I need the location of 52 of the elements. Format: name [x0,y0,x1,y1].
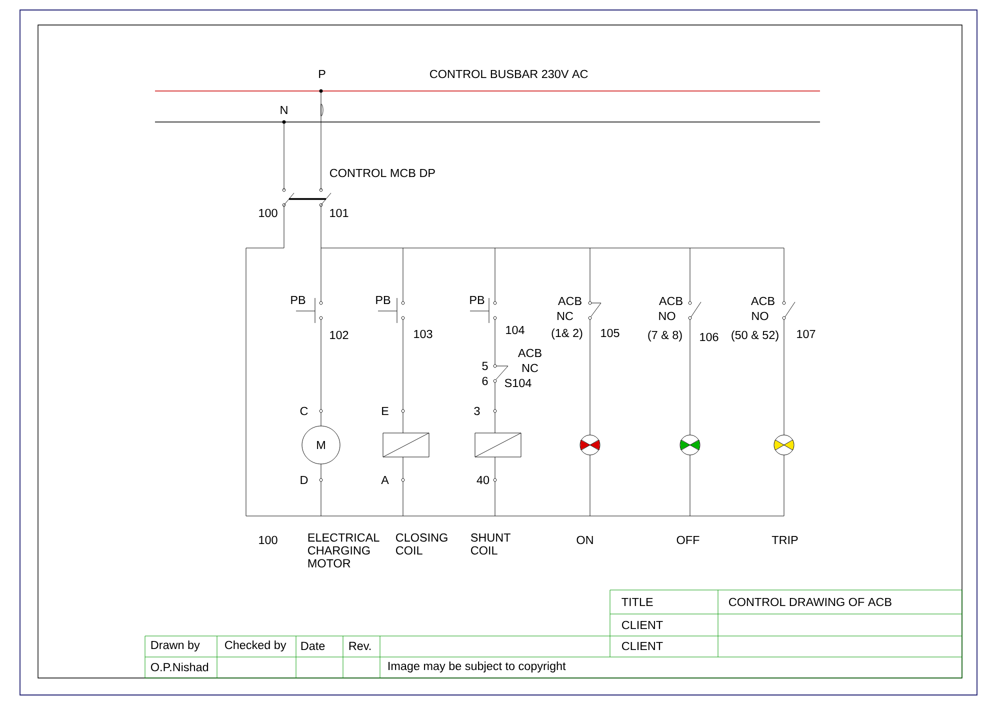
busbar-label: CONTROL BUSBAR 230V AC [430,70,588,78]
busbar-label: N [280,106,288,114]
wire-number: 107 [797,330,816,338]
wire-number: 101 [330,208,348,218]
device-label: TRIP [772,536,798,544]
table-cell: Drawn by [151,640,200,652]
wire-number: 105 [601,328,620,338]
component-label: NO [659,312,676,320]
component-label: CONTROL MCB DP [330,168,435,178]
table-cell: CLIENT [622,642,663,650]
terminal-label: 3 [474,406,480,416]
table-cell: Date [301,642,325,650]
component-label: ACB [750,296,774,306]
wire-number: 100 [259,536,278,544]
table-cell: CONTROL DRAWING OF ACB [729,598,892,606]
terminal-label: E [382,406,388,416]
component-label: PB [470,296,484,304]
terminal-label: D [300,476,308,484]
device-label: OFF [676,536,700,544]
wire-number: 106 [700,332,718,342]
component-label: ACB [518,348,542,358]
component-label: ACB [658,296,682,306]
component-label: (1& 2) [552,328,582,340]
component-label: NC [558,312,574,320]
table-cell: CLIENT [622,620,663,630]
device-label: ON [576,536,593,544]
device-label: SHUNT COIL [470,533,510,555]
terminal-label: C [300,406,308,416]
table-cell: Checked by [225,640,286,652]
wire-number: 100 [259,208,278,218]
table-cell: TITLE [622,598,653,606]
wire-number: 104 [506,326,524,334]
component-label: NC [522,364,538,372]
terminal-number: 5 [482,362,488,370]
busbar-label: P [319,70,326,78]
component-label: NO [752,312,768,320]
table-cell: O.P.Nishad [150,662,208,672]
wire-number: S104 [504,378,532,388]
component-label: (50 & 52) [732,330,778,342]
terminal-number: 6 [482,376,488,386]
terminal-label: 40 [476,476,490,484]
component-label: ACB [558,296,582,306]
component-label: (7 & 8) [648,330,682,342]
wire-number: 102 [330,330,348,340]
wire-number: 103 [414,330,432,338]
device-label: ELECTRICAL CHARGING MOTOR [308,533,380,568]
table-cell: Image may be subject to copyright [388,662,566,672]
component-label: PB [291,296,306,304]
device-label: CLOSING COIL [396,533,448,555]
component-label: PB [376,296,390,304]
table-cell: Rev. [349,642,371,650]
terminal-label: A [381,476,389,484]
